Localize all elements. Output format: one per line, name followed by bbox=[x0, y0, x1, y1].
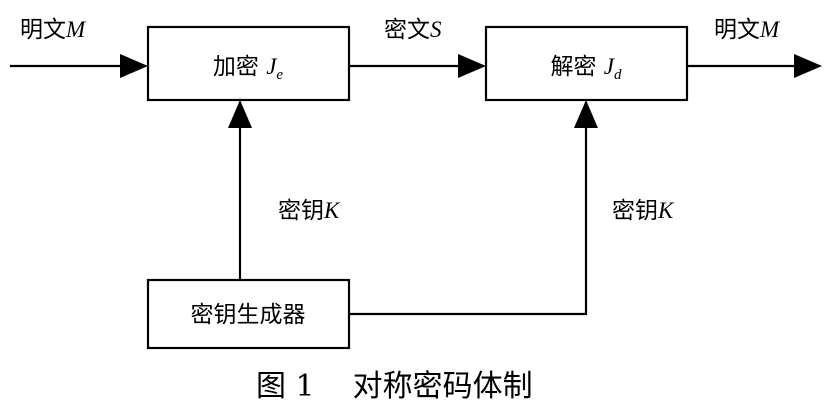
plaintext-output-arrowhead bbox=[794, 54, 822, 78]
figure-number: 图 1 bbox=[256, 369, 315, 404]
key-generator-box bbox=[146, 278, 351, 350]
plaintext-input-label: 明文M bbox=[20, 17, 87, 43]
encrypt-box bbox=[146, 25, 351, 102]
ciphertext-arrowhead bbox=[458, 54, 486, 78]
figure-caption: 图 1 对称密码体制 bbox=[256, 369, 533, 404]
figure-title: 对称密码体制 bbox=[353, 369, 533, 404]
key-left-label: 密钥K bbox=[278, 198, 341, 224]
encrypt-label: 加密 Je bbox=[213, 54, 284, 83]
plaintext-input-arrowhead bbox=[120, 54, 148, 78]
plaintext-output-label: 明文M bbox=[714, 17, 781, 43]
key-to-decrypt-line bbox=[349, 120, 588, 316]
decrypt-box bbox=[484, 25, 689, 102]
key-right-label: 密钥K bbox=[612, 198, 675, 224]
key-to-decrypt-arrowhead bbox=[574, 100, 598, 128]
decrypt-label: 解密 Jd bbox=[550, 54, 622, 83]
ciphertext-label: 密文S bbox=[384, 17, 442, 43]
key-to-encrypt-arrowhead bbox=[228, 100, 252, 128]
key-generator-label: 密钥生成器 bbox=[191, 302, 306, 328]
